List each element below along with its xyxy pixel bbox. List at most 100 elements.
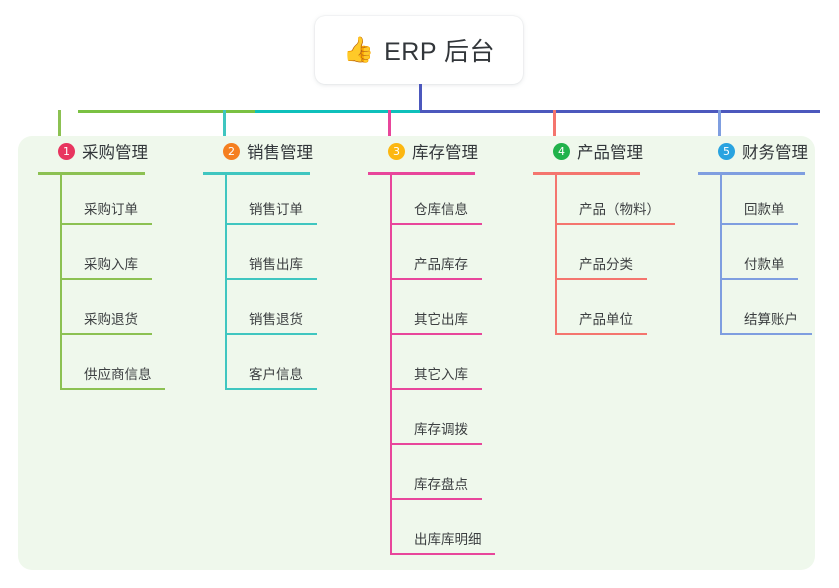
- connector-bus-segment-3: [420, 110, 820, 113]
- module-item-label: 其它出库: [414, 312, 468, 327]
- module-badge-1: 1: [58, 142, 75, 160]
- module-item-underline: [227, 333, 317, 335]
- module-header-underline-4: [533, 172, 640, 175]
- module-item[interactable]: 结算账户: [720, 285, 812, 340]
- module-item-label: 回款单: [744, 202, 785, 217]
- module-item-label: 产品（物料）: [579, 202, 660, 217]
- connector-drop-1: [58, 110, 61, 156]
- module-item[interactable]: 付款单: [720, 230, 808, 285]
- modules-panel: 1 采购管理采购订单采购入库采购退货供应商信息 2 销售管理销售订单销售出库销售退货客…: [18, 136, 815, 570]
- connector-drop-2: [223, 110, 226, 156]
- module-item-underline: [722, 333, 812, 335]
- module-item-label: 仓库信息: [414, 202, 468, 217]
- module-item-label: 销售出库: [249, 257, 303, 272]
- module-item-label: 供应商信息: [84, 367, 152, 382]
- module-item[interactable]: 客户信息: [225, 340, 317, 395]
- module-item[interactable]: 销售出库: [225, 230, 317, 285]
- module-items-2: 销售订单销售出库销售退货客户信息: [225, 175, 317, 395]
- connector-drop-4: [553, 110, 556, 156]
- module-header-1[interactable]: 1 采购管理: [38, 136, 148, 166]
- connector-bus-segment-2: [255, 110, 420, 113]
- module-item-underline: [62, 333, 152, 335]
- module-item[interactable]: 供应商信息: [60, 340, 165, 395]
- module-title-2: 销售管理: [247, 144, 313, 162]
- module-item-underline: [557, 223, 675, 225]
- module-item-underline: [392, 223, 482, 225]
- module-trunk-4: [555, 175, 557, 335]
- module-items-3: 仓库信息产品库存其它出库其它入库库存调拨库存盘点出库库明细: [390, 175, 495, 560]
- root-node-card[interactable]: 👍 ERP 后台: [315, 16, 523, 84]
- module-item-label: 产品单位: [579, 312, 633, 327]
- module-item[interactable]: 出库库明细: [390, 505, 495, 560]
- module-header-underline-1: [38, 172, 145, 175]
- module-item-underline: [392, 278, 482, 280]
- module-item-label: 销售退货: [249, 312, 303, 327]
- connector-stem: [419, 84, 422, 113]
- module-trunk-5: [720, 175, 722, 335]
- module-item[interactable]: 仓库信息: [390, 175, 482, 230]
- module-header-5[interactable]: 5 财务管理: [698, 136, 808, 166]
- module-item[interactable]: 产品分类: [555, 230, 647, 285]
- module-item[interactable]: 产品库存: [390, 230, 482, 285]
- module-item[interactable]: 其它入库: [390, 340, 482, 395]
- module-item-label: 产品库存: [414, 257, 468, 272]
- module-item[interactable]: 采购入库: [60, 230, 152, 285]
- connector-bus-segment-1: [78, 110, 255, 113]
- module-badge-2: 2: [223, 142, 240, 160]
- module-item-underline: [227, 278, 317, 280]
- connector-drop-5: [718, 110, 721, 156]
- module-item-underline: [722, 223, 798, 225]
- module-item[interactable]: 采购退货: [60, 285, 152, 340]
- module-item-underline: [227, 223, 317, 225]
- module-trunk-2: [225, 175, 227, 390]
- module-item-underline: [392, 498, 482, 500]
- module-badge-5: 5: [718, 142, 735, 160]
- connector-drop-3: [388, 110, 391, 156]
- module-title-5: 财务管理: [742, 144, 808, 162]
- module-items-1: 采购订单采购入库采购退货供应商信息: [60, 175, 165, 395]
- module-items-4: 产品（物料） 产品分类产品单位: [555, 175, 675, 340]
- module-title-1: 采购管理: [82, 144, 148, 162]
- module-trunk-1: [60, 175, 62, 390]
- module-item-underline: [392, 333, 482, 335]
- module-item-label: 采购入库: [84, 257, 138, 272]
- page-title: ERP 后台: [384, 38, 496, 66]
- module-item-label: 采购退货: [84, 312, 138, 327]
- module-header-underline-2: [203, 172, 310, 175]
- module-item-underline: [392, 388, 482, 390]
- module-column-5: 5 财务管理回款单付款单结算账户: [698, 136, 812, 340]
- module-item-underline: [392, 553, 495, 555]
- module-item-label: 销售订单: [249, 202, 303, 217]
- module-item[interactable]: 其它出库: [390, 285, 482, 340]
- module-item-underline: [392, 443, 482, 445]
- module-item[interactable]: 库存调拨: [390, 395, 482, 450]
- module-item-label: 客户信息: [249, 367, 303, 382]
- module-trunk-3: [390, 175, 392, 555]
- module-item-label: 其它入库: [414, 367, 468, 382]
- module-item-underline: [62, 388, 165, 390]
- module-items-5: 回款单付款单结算账户: [720, 175, 812, 340]
- module-item[interactable]: 销售退货: [225, 285, 317, 340]
- module-item-underline: [557, 333, 647, 335]
- module-item[interactable]: 产品单位: [555, 285, 647, 340]
- module-item[interactable]: 销售订单: [225, 175, 317, 230]
- module-item[interactable]: 回款单: [720, 175, 808, 230]
- module-item[interactable]: 采购订单: [60, 175, 152, 230]
- module-item-underline: [557, 278, 647, 280]
- module-item-underline: [722, 278, 798, 280]
- module-column-1: 1 采购管理采购订单采购入库采购退货供应商信息: [38, 136, 165, 395]
- module-column-2: 2 销售管理销售订单销售出库销售退货客户信息: [203, 136, 317, 395]
- module-item-label: 付款单: [744, 257, 785, 272]
- module-badge-3: 3: [388, 142, 405, 160]
- module-item-underline: [227, 388, 317, 390]
- module-item[interactable]: 库存盘点: [390, 450, 482, 505]
- module-item-label: 库存盘点: [414, 477, 468, 492]
- module-item[interactable]: 产品（物料）: [555, 175, 675, 230]
- module-header-2[interactable]: 2 销售管理: [203, 136, 313, 166]
- module-item-underline: [62, 223, 152, 225]
- module-item-label: 采购订单: [84, 202, 138, 217]
